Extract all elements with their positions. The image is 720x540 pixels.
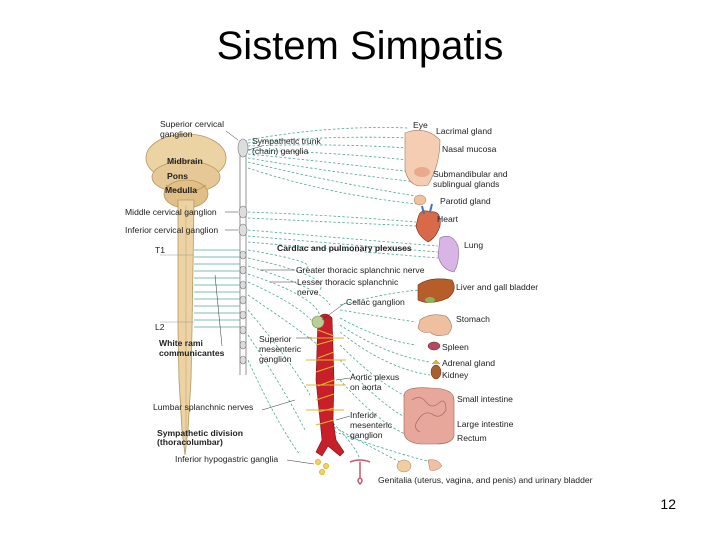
label-greater-splanchnic: Greater thoracic splanchnic nerve [296,265,425,275]
label-adrenal: Adrenal gland [442,358,495,368]
parotid-gland-icon [413,194,427,206]
label-division-2: (thoracolumbar) [157,437,223,447]
penis-icon [427,459,443,471]
brain-stem [145,133,227,209]
hypogastric-ganglia [315,459,329,475]
label-t1: T1 [155,245,165,255]
label-inferior-mesenteric-3: ganglion [350,430,383,440]
label-lesser-splanchnic-2: nerve [297,287,319,297]
label-celiac: Celiac ganglion [346,297,405,307]
leader-lines [214,130,351,465]
aortic-plexus [306,329,346,426]
label-inferior-hypogastric: Inferior hypogastric ganglia [175,454,278,464]
label-rectum: Rectum [457,433,487,443]
liver-icon [417,278,455,303]
label-lumbar-splanchnic: Lumbar splanchnic nerves [153,402,253,412]
postganglionic-fibers [247,127,439,456]
label-midbrain: Midbrain [167,156,203,166]
label-inferior-cervical: Inferior cervical ganglion [125,225,218,235]
label-lung: Lung [464,240,483,250]
slide-title: Sistem Simpatis [216,24,504,68]
chain-ganglia [237,138,249,365]
label-medulla: Medulla [165,185,197,195]
uterus-icon [349,459,371,486]
stomach-icon [417,314,452,336]
label-aortic-plexus-2: on aorta [350,382,382,392]
heart-icon [415,203,441,243]
label-liver: Liver and gall bladder [456,282,538,292]
label-superior-mesenteric: Superior [259,334,292,344]
label-superior-cervical-ganglion: ganglion [160,129,193,139]
label-lesser-splanchnic: Lesser thoracic splanchnic [297,277,399,287]
label-pons: Pons [167,171,188,181]
label-inferior-mesenteric: Inferior [350,410,377,420]
page-number: 12 [660,496,676,512]
label-submandibular: Submandibular and [433,169,508,179]
label-aortic-plexus: Aortic plexus [350,372,399,382]
label-superior-cervical: Superior cervical [160,119,224,129]
label-kidney: Kidney [442,370,469,380]
label-division: Sympathetic division [157,428,243,438]
label-stomach: Stomach [456,314,490,324]
intestines-icon [403,387,455,445]
label-white-rami: White rami [159,338,203,348]
label-heart: Heart [437,214,459,224]
label-nasal: Nasal mucosa [442,144,497,154]
label-sympathetic-trunk-2: (chain) ganglia [252,146,309,156]
label-small-intestine: Small intestine [457,394,513,404]
label-large-intestine: Large intestine [457,419,514,429]
white-rami-lines [194,249,240,328]
label-superior-mesenteric-2: mesenteric [259,344,302,354]
adrenal-kidney-icon [430,359,442,380]
label-cardiac-plexuses: Cardiac and pulmonary plexuses [277,243,412,253]
label-l2: L2 [155,322,165,332]
label-parotid: Parotid gland [440,196,491,206]
sympathetic-trunk [239,140,247,375]
label-eye: Eye [413,120,428,130]
label-middle-cervical: Middle cervical ganglion [125,207,217,217]
bladder-icon [396,459,412,473]
organ-fibers [329,289,433,463]
label-genitalia: Genitalia (uterus, vagina, and penis) an… [378,475,593,485]
label-spleen: Spleen [442,342,469,352]
label-white-rami-2: communicantes [159,348,225,358]
label-lacrimal: Lacrimal gland [436,126,492,136]
spleen-icon [427,341,441,351]
segment-lines [160,254,194,323]
face-icon [404,129,441,187]
label-sympathetic-trunk: Sympathetic trunk [252,136,321,146]
celiac-ganglion-mark [311,315,325,329]
label-submandibular-2: sublingual glands [433,179,499,189]
lung-icon [437,235,459,273]
label-superior-mesenteric-3: ganglion [259,354,292,364]
label-inferior-mesenteric-2: mesenteric [350,420,393,430]
